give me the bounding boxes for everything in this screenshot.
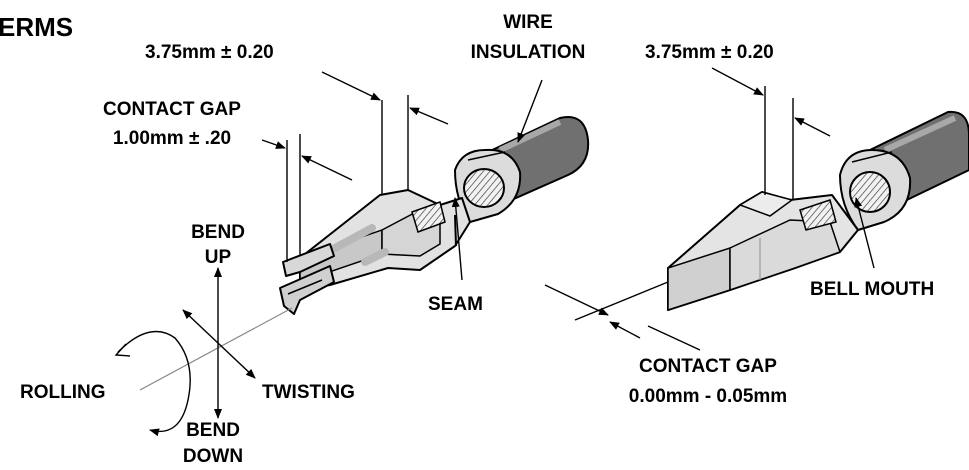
twisting-label: TWISTING xyxy=(262,382,355,403)
motion-axis-indicator xyxy=(114,267,293,437)
right-width-dimension-label: 3.75mm ± 0.20 xyxy=(645,42,774,63)
right-wire-strands xyxy=(849,171,891,213)
bend-down-label-line2: DOWN xyxy=(183,446,243,467)
left-contact-upper-finger xyxy=(282,243,335,277)
seam-label: SEAM xyxy=(428,294,483,315)
left-contact-gap-label-line1: CONTACT GAP xyxy=(103,99,241,120)
wire-insulation-label-line1: WIRE xyxy=(503,12,553,33)
left-contact-gap-label-line2: 1.00mm ± .20 xyxy=(113,128,231,149)
wire-insulation-label-line2: INSULATION xyxy=(471,42,586,63)
bend-up-label-line2: UP xyxy=(205,247,232,268)
bell-mouth-label: BELL MOUTH xyxy=(810,279,934,300)
bend-down-label-line1: BEND xyxy=(186,420,240,441)
left-width-dimension-label: 3.75mm ± 0.20 xyxy=(145,42,274,63)
bend-up-label-line1: BEND xyxy=(191,222,245,243)
right-contact-gap-label-line1: CONTACT GAP xyxy=(639,356,777,377)
right-contact-gap-label-line2: 0.00mm - 0.05mm xyxy=(629,386,787,407)
right-dimension-lines xyxy=(544,67,875,351)
header-fragment: ERMS xyxy=(0,12,73,42)
left-terminal-illustration xyxy=(279,116,590,315)
left-dimension-lines xyxy=(261,71,543,281)
rolling-arrow-icon xyxy=(117,330,191,437)
rolling-label: ROLLING xyxy=(20,382,106,403)
right-terminal-illustration xyxy=(667,110,969,312)
left-wire-strands xyxy=(463,168,505,208)
left-contact-lower-finger xyxy=(279,265,335,315)
